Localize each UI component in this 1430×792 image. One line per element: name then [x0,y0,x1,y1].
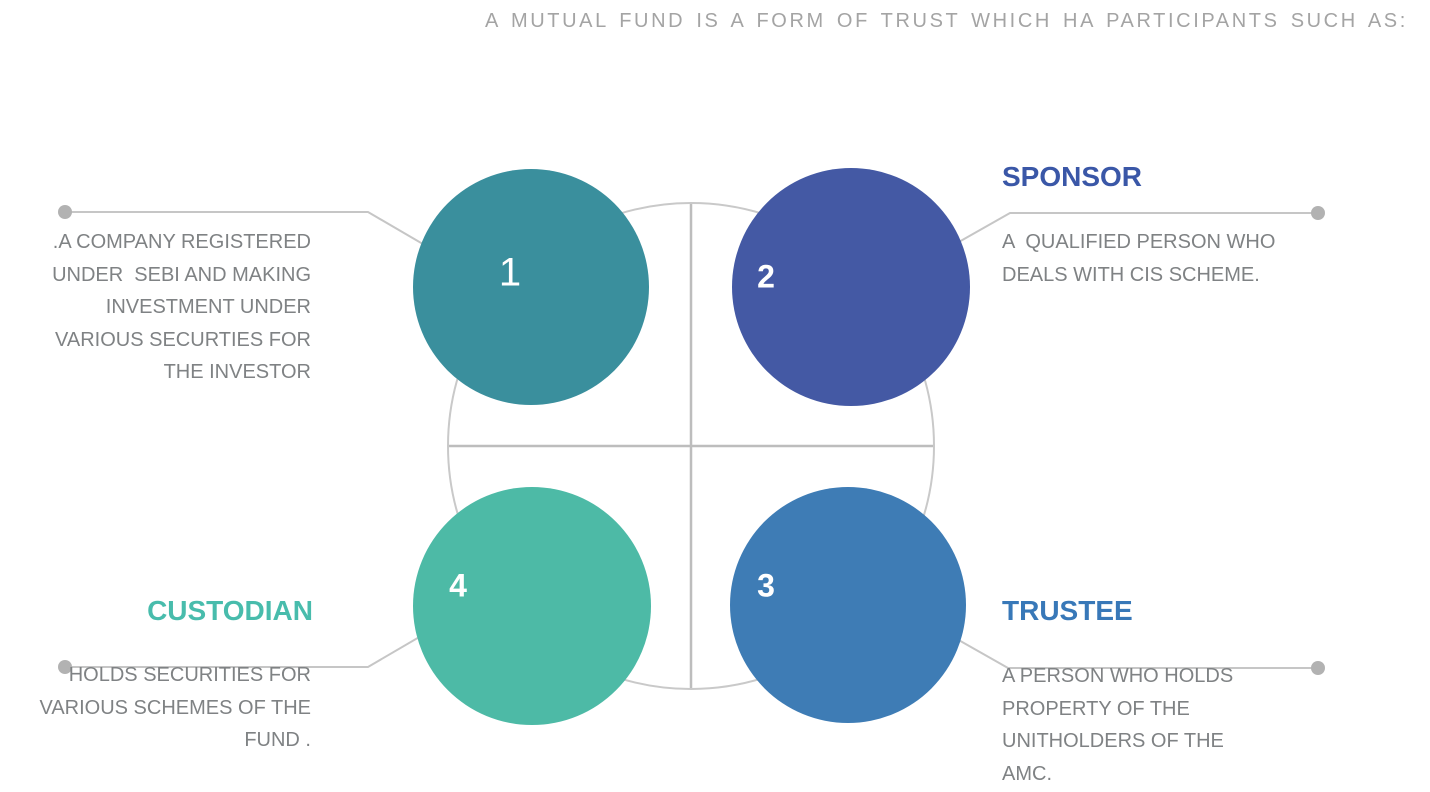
connector-line-sponsor [949,212,1318,248]
endpoint-dot-trustee [1311,661,1325,675]
trustee-description: A PERSON WHO HOLDS PROPERTY OF THE UNITH… [1002,665,1234,785]
circle-number-1: 1 [498,250,522,295]
amc-description: .A COMPANY REGISTERED UNDER SEBI AND MAK… [52,231,311,383]
endpoint-dot-sponsor [1311,206,1325,220]
quadrant-ring [447,202,935,690]
connector-line-trustee [947,633,1318,669]
participant-circle-3-trustee: 3 [730,487,966,723]
circle-number-4: 4 [449,567,467,604]
custodian-description: HOLDS SECURITIES FOR VARIOUS SCHEMES OF … [39,664,311,751]
sponsor-description: A QUALIFIED PERSON WHO DEALS WITH CIS SC… [1002,231,1276,286]
sponsor-title: SPONSOR [1002,161,1143,192]
participant-circle-1: 1 [413,169,649,405]
slide-title: A MUTUAL FUND IS A FORM OF TRUST WHICH H… [485,10,1408,32]
participant-circle-2-sponsor: 2 [732,168,970,406]
trustee-title: TRUSTEE [1002,595,1133,626]
endpoint-dot-custodian [58,660,72,674]
circle-number-3: 3 [757,567,775,604]
participant-circle-4-custodian: 4 [413,487,651,725]
endpoint-dot-amc [58,205,72,219]
custodian-title: CUSTODIAN [147,595,313,626]
circle-number-2: 2 [757,258,775,295]
